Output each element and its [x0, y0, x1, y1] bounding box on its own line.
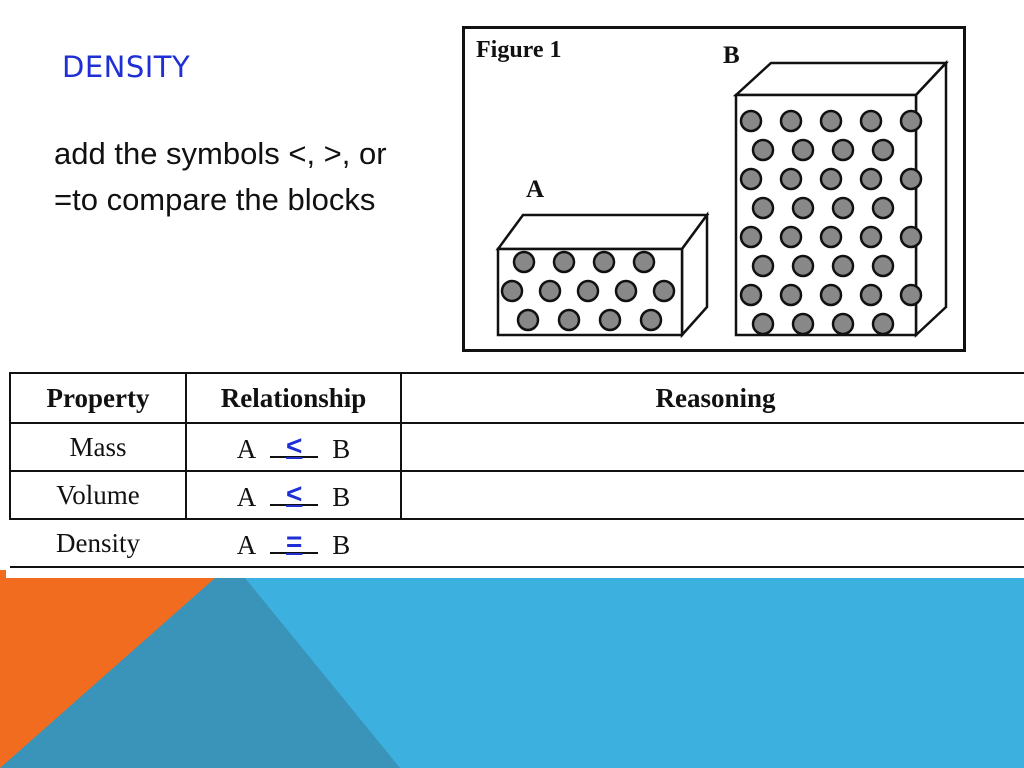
header-relationship: Relationship	[185, 372, 402, 424]
particle	[791, 138, 815, 162]
particle	[779, 167, 803, 191]
answer-symbol: =	[286, 525, 303, 557]
relationship-left: A	[236, 481, 257, 512]
particle	[652, 279, 676, 303]
table-row-density: Density A = B	[10, 518, 1024, 568]
property-cell: Mass	[9, 422, 187, 472]
particle	[779, 283, 803, 307]
figure-1: Figure 1 A B	[462, 26, 966, 352]
reasoning-cell[interactable]	[400, 422, 1024, 472]
block-a-particles	[500, 250, 676, 332]
header-property: Property	[9, 372, 187, 424]
particle	[819, 225, 843, 249]
instruction-text: add the symbols <, >, or =to compare the…	[54, 136, 387, 217]
particle	[538, 279, 562, 303]
particle	[751, 254, 775, 278]
property-cell: Volume	[9, 470, 187, 520]
answer-symbol: <	[286, 429, 303, 461]
particle	[739, 225, 763, 249]
particle	[779, 225, 803, 249]
particle	[871, 138, 895, 162]
particle	[614, 279, 638, 303]
particle	[871, 312, 895, 336]
table-header-row: Property Relationship Reasoning	[9, 372, 1024, 424]
particle	[500, 279, 524, 303]
particle	[791, 254, 815, 278]
particle	[871, 196, 895, 220]
block-a-top	[495, 213, 710, 251]
particle	[739, 167, 763, 191]
property-cell: Density	[10, 518, 186, 568]
particle	[576, 279, 600, 303]
particle	[899, 109, 923, 133]
particle	[632, 250, 656, 274]
slide-title: DENSITY	[62, 50, 191, 84]
relationship-cell: A < B	[185, 422, 402, 472]
dark-blue-triangle	[0, 578, 400, 768]
particle	[751, 312, 775, 336]
particle	[859, 109, 883, 133]
blocks-illustration	[495, 59, 949, 339]
symbol-blank[interactable]: <	[270, 430, 319, 461]
particle	[831, 254, 855, 278]
particle	[831, 312, 855, 336]
particle	[859, 283, 883, 307]
figure-caption: Figure 1	[476, 37, 562, 63]
orange-tab	[0, 570, 6, 582]
particle	[516, 308, 540, 332]
block-a-label: A	[526, 176, 545, 203]
relationship-right: B	[332, 529, 351, 560]
particle	[751, 138, 775, 162]
particle	[791, 312, 815, 336]
particle	[751, 196, 775, 220]
particle	[859, 225, 883, 249]
particle	[598, 308, 622, 332]
particle	[831, 138, 855, 162]
particle	[592, 250, 616, 274]
particle	[819, 109, 843, 133]
particle	[899, 225, 923, 249]
reasoning-cell[interactable]	[400, 470, 1024, 520]
relationship-right: B	[332, 481, 351, 512]
particle	[557, 308, 581, 332]
answer-symbol: <	[286, 477, 303, 509]
symbol-blank[interactable]: =	[270, 526, 319, 557]
relationship-cell: A < B	[185, 470, 402, 520]
footer-decoration	[0, 570, 400, 768]
particle	[739, 283, 763, 307]
particle	[552, 250, 576, 274]
table-row-mass: Mass A < B	[9, 422, 1024, 472]
particle	[871, 254, 895, 278]
block-b-label: B	[723, 42, 740, 69]
particle	[819, 283, 843, 307]
particle	[639, 308, 663, 332]
particle	[899, 283, 923, 307]
particle	[819, 167, 843, 191]
symbol-blank[interactable]: <	[270, 478, 319, 509]
table-row-volume: Volume A < B	[9, 470, 1024, 520]
relationship-left: A	[236, 529, 257, 560]
particle	[859, 167, 883, 191]
relationship-left: A	[236, 433, 257, 464]
particle	[512, 250, 536, 274]
block-b-top	[732, 61, 949, 97]
property-table: Property Relationship Reasoning Mass A < B…	[9, 372, 1024, 568]
particle	[899, 167, 923, 191]
block-b-particles	[739, 109, 923, 336]
reasoning-cell[interactable]	[401, 518, 1024, 568]
relationship-cell: A = B	[186, 518, 401, 568]
header-reasoning: Reasoning	[400, 372, 1024, 424]
relationship-right: B	[332, 433, 351, 464]
particle	[831, 196, 855, 220]
particle	[791, 196, 815, 220]
particle	[739, 109, 763, 133]
particle	[779, 109, 803, 133]
